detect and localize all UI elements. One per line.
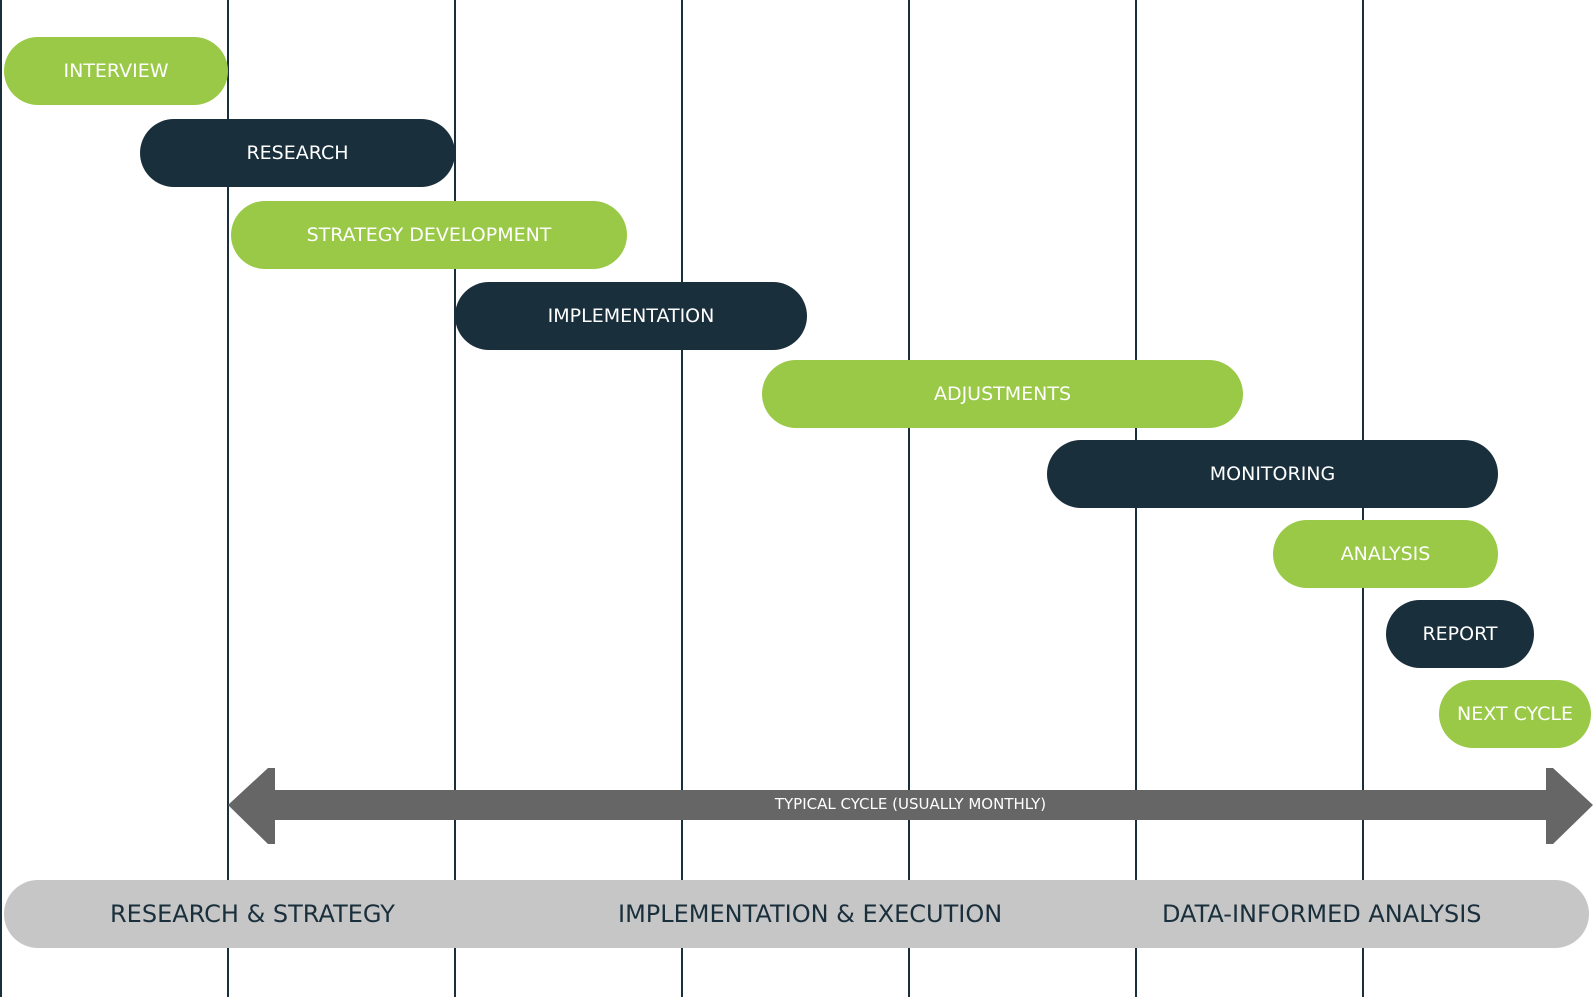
- step-strategy-development: STRATEGY DEVELOPMENT: [231, 201, 627, 269]
- phase-research-strategy: RESEARCH & STRATEGY: [110, 900, 395, 928]
- step-interview: INTERVIEW: [4, 37, 228, 105]
- phase-data-informed-analysis: DATA-INFORMED ANALYSIS: [1162, 900, 1482, 928]
- step-analysis: ANALYSIS: [1273, 520, 1498, 588]
- step-report: REPORT: [1386, 600, 1534, 668]
- step-monitoring: MONITORING: [1047, 440, 1498, 508]
- phase-bar: [4, 880, 1589, 948]
- gridline: [227, 0, 229, 997]
- step-implementation: IMPLEMENTATION: [455, 282, 807, 350]
- gridline: [0, 0, 2, 997]
- step-adjustments: ADJUSTMENTS: [762, 360, 1243, 428]
- step-next-cycle: NEXT CYCLE: [1439, 680, 1591, 748]
- gridline: [454, 0, 456, 997]
- phase-implementation-execution: IMPLEMENTATION & EXECUTION: [618, 900, 1003, 928]
- step-research: RESEARCH: [140, 119, 455, 187]
- cycle-double-arrow: [228, 768, 1593, 844]
- cycle-label: TYPICAL CYCLE (USUALLY MONTHLY): [774, 795, 1047, 813]
- gridline: [681, 0, 683, 997]
- arrow-shape: [228, 768, 1593, 844]
- gridline: [908, 0, 910, 997]
